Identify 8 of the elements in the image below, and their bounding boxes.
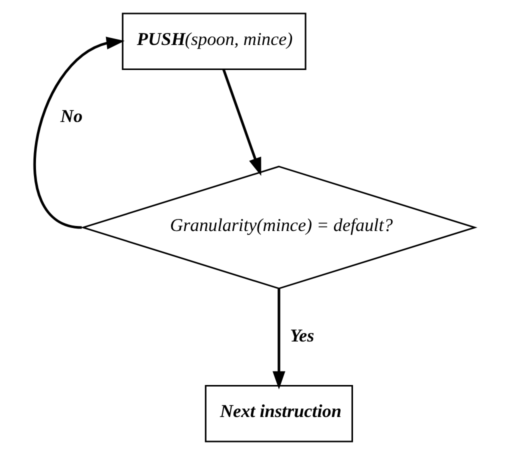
node-diamond: Granularity(mince) = default? (80, 166, 478, 290)
edge-label: No (60, 106, 83, 126)
edge-label: Yes (290, 325, 314, 346)
arrow (33, 36, 125, 229)
node-box: PUSH(spoon, mince) (122, 12, 306, 70)
arrow (222, 68, 262, 176)
arrow (272, 288, 286, 390)
node-box: Next instruction (204, 384, 354, 442)
